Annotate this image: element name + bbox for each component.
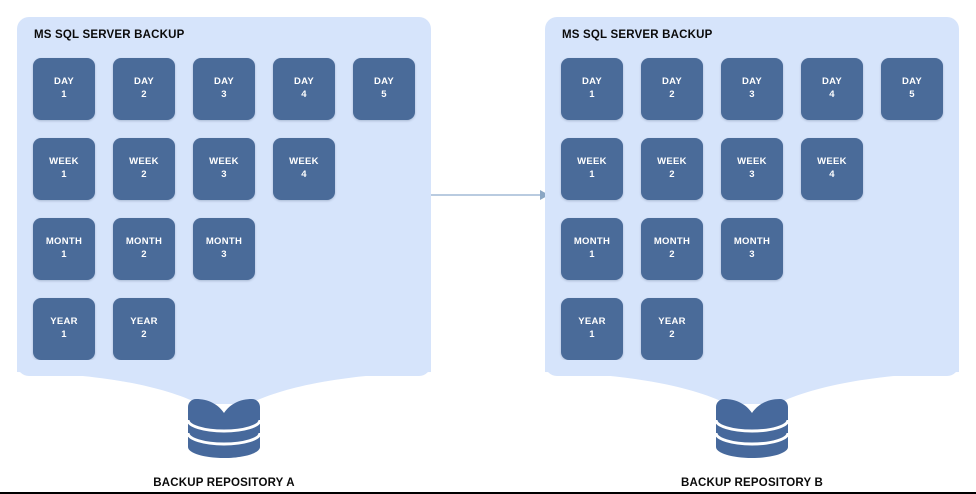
tile-index-label: 2 [141,169,147,180]
bottom-rule [0,492,976,494]
tile-unit-label: WEEK [49,156,79,168]
tile-index-label: 5 [381,89,387,100]
tile-unit-label: MONTH [125,236,163,248]
tile-index-label: 2 [141,329,147,340]
replication-arrow [431,190,549,200]
funnel-a [17,360,431,404]
tile-unit-label: MONTH [205,236,243,248]
tile-index-label: 3 [221,169,227,180]
tile-unit-label: WEEK [817,156,847,168]
tile-index-label: 1 [61,329,67,340]
tile-unit-label: DAY [53,76,75,88]
tile-index-label: 2 [669,329,675,340]
tile-unit-label: DAY [293,76,315,88]
tile-unit-label: MONTH [573,236,611,248]
tile-unit-label: WEEK [129,156,159,168]
tile-index-label: 4 [829,169,835,180]
tile-unit-label: DAY [373,76,395,88]
tile-unit-label: MONTH [45,236,83,248]
tile-unit-label: YEAR [578,316,606,328]
tile-unit-label: DAY [581,76,603,88]
tile-index-label: 2 [669,89,675,100]
tile-index-label: 1 [589,249,595,260]
tile-index-label: 4 [301,89,307,100]
panel-title-a: MS SQL SERVER BACKUP [34,29,185,41]
panel-title-b: MS SQL SERVER BACKUP [562,29,713,41]
tile-index-label: 1 [61,89,67,100]
tile-index-label: 1 [589,329,595,340]
tile-unit-label: MONTH [653,236,691,248]
tile-index-label: 3 [749,249,755,260]
tile-unit-label: WEEK [209,156,239,168]
funnel-b [545,360,959,404]
repo-label-a: BACKUP REPOSITORY A [153,477,295,489]
tile-index-label: 1 [61,249,67,260]
tile-unit-label: DAY [901,76,923,88]
tile-index-label: 2 [141,249,147,260]
tile-index-label: 1 [589,89,595,100]
tile-index-label: 2 [141,89,147,100]
tile-unit-label: WEEK [577,156,607,168]
tile-unit-label: YEAR [50,316,78,328]
tile-unit-label: YEAR [658,316,686,328]
tile-index-label: 3 [221,89,227,100]
tile-unit-label: WEEK [657,156,687,168]
tile-unit-label: DAY [133,76,155,88]
tile-index-label: 3 [221,249,227,260]
tile-index-label: 1 [589,169,595,180]
tile-index-label: 4 [301,169,307,180]
tile-unit-label: DAY [213,76,235,88]
tile-index-label: 3 [749,89,755,100]
tile-unit-label: WEEK [289,156,319,168]
tile-index-label: 4 [829,89,835,100]
repo-label-b: BACKUP REPOSITORY B [680,477,824,489]
tile-unit-label: DAY [821,76,843,88]
tile-index-label: 2 [669,249,675,260]
tile-unit-label: YEAR [130,316,158,328]
tile-index-label: 5 [909,89,915,100]
tile-index-label: 3 [749,169,755,180]
tile-unit-label: MONTH [733,236,771,248]
tile-unit-label: DAY [741,76,763,88]
database-cylinder-icon-b [716,399,788,458]
tile-unit-label: WEEK [737,156,767,168]
tile-unit-label: DAY [661,76,683,88]
tile-index-label: 1 [61,169,67,180]
database-cylinder-icon-a [188,399,260,458]
tile-index-label: 2 [669,169,675,180]
